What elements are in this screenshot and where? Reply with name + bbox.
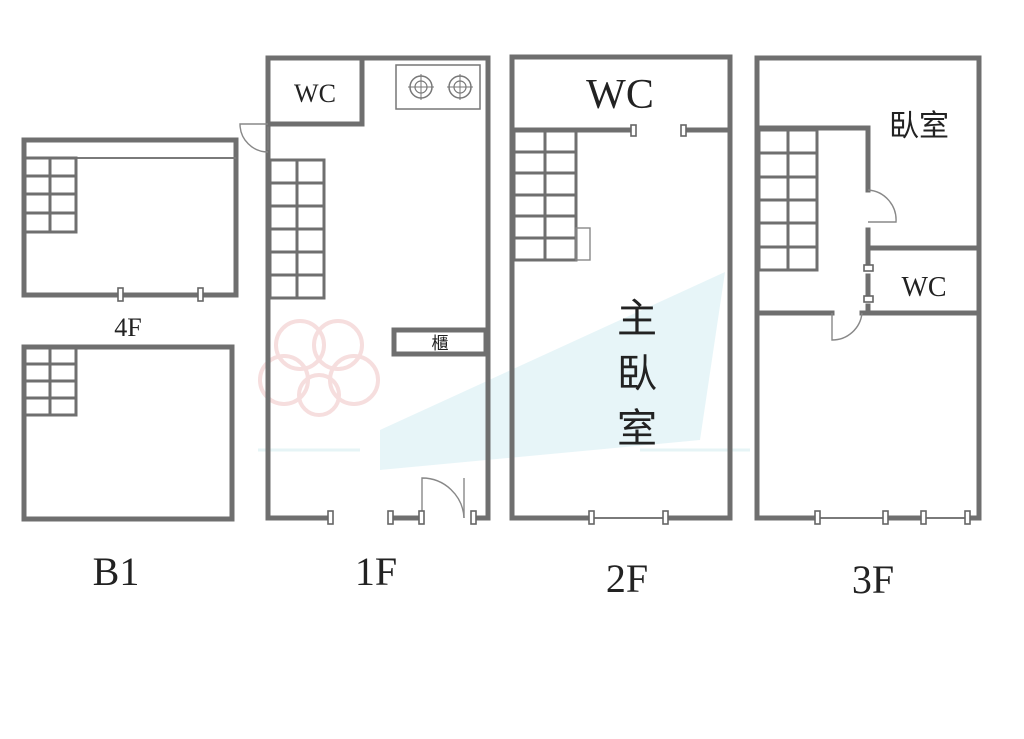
cabinet-1f bbox=[391, 327, 489, 357]
label-4f: 4F bbox=[114, 313, 141, 342]
label-wc-2f: WC bbox=[586, 72, 654, 118]
stair-b1 bbox=[22, 345, 78, 417]
stair-4f bbox=[22, 156, 78, 234]
label-master-bed-2: 臥 bbox=[617, 351, 657, 397]
stair-1f bbox=[268, 158, 326, 300]
watermark bbox=[258, 272, 750, 470]
floor-1f: WC 櫃 bbox=[239, 55, 491, 594]
stair-2f bbox=[512, 128, 591, 262]
label-b1: B1 bbox=[93, 549, 140, 594]
label-cabinet: 櫃 bbox=[432, 334, 449, 354]
wc-1f-room bbox=[265, 55, 365, 127]
label-master-bed-1: 主 bbox=[617, 296, 657, 342]
label-2f: 2F bbox=[606, 556, 648, 601]
stair-3f bbox=[757, 128, 819, 272]
label-wc-1f: WC bbox=[294, 79, 336, 108]
label-bedroom-3f: 臥室 bbox=[889, 109, 949, 144]
label-3f: 3F bbox=[852, 557, 894, 602]
label-master-bed-3: 室 bbox=[617, 406, 657, 452]
floor-2f: WC 主 臥 室 2F bbox=[509, 54, 733, 601]
stove-icon bbox=[395, 64, 481, 110]
floor-4f: 4F bbox=[21, 137, 239, 342]
label-1f: 1F bbox=[355, 549, 397, 594]
floor-3f: 臥室 WC 3F bbox=[754, 55, 982, 602]
floor-b1: B1 bbox=[21, 344, 235, 594]
label-wc-3f: WC bbox=[901, 272, 946, 303]
